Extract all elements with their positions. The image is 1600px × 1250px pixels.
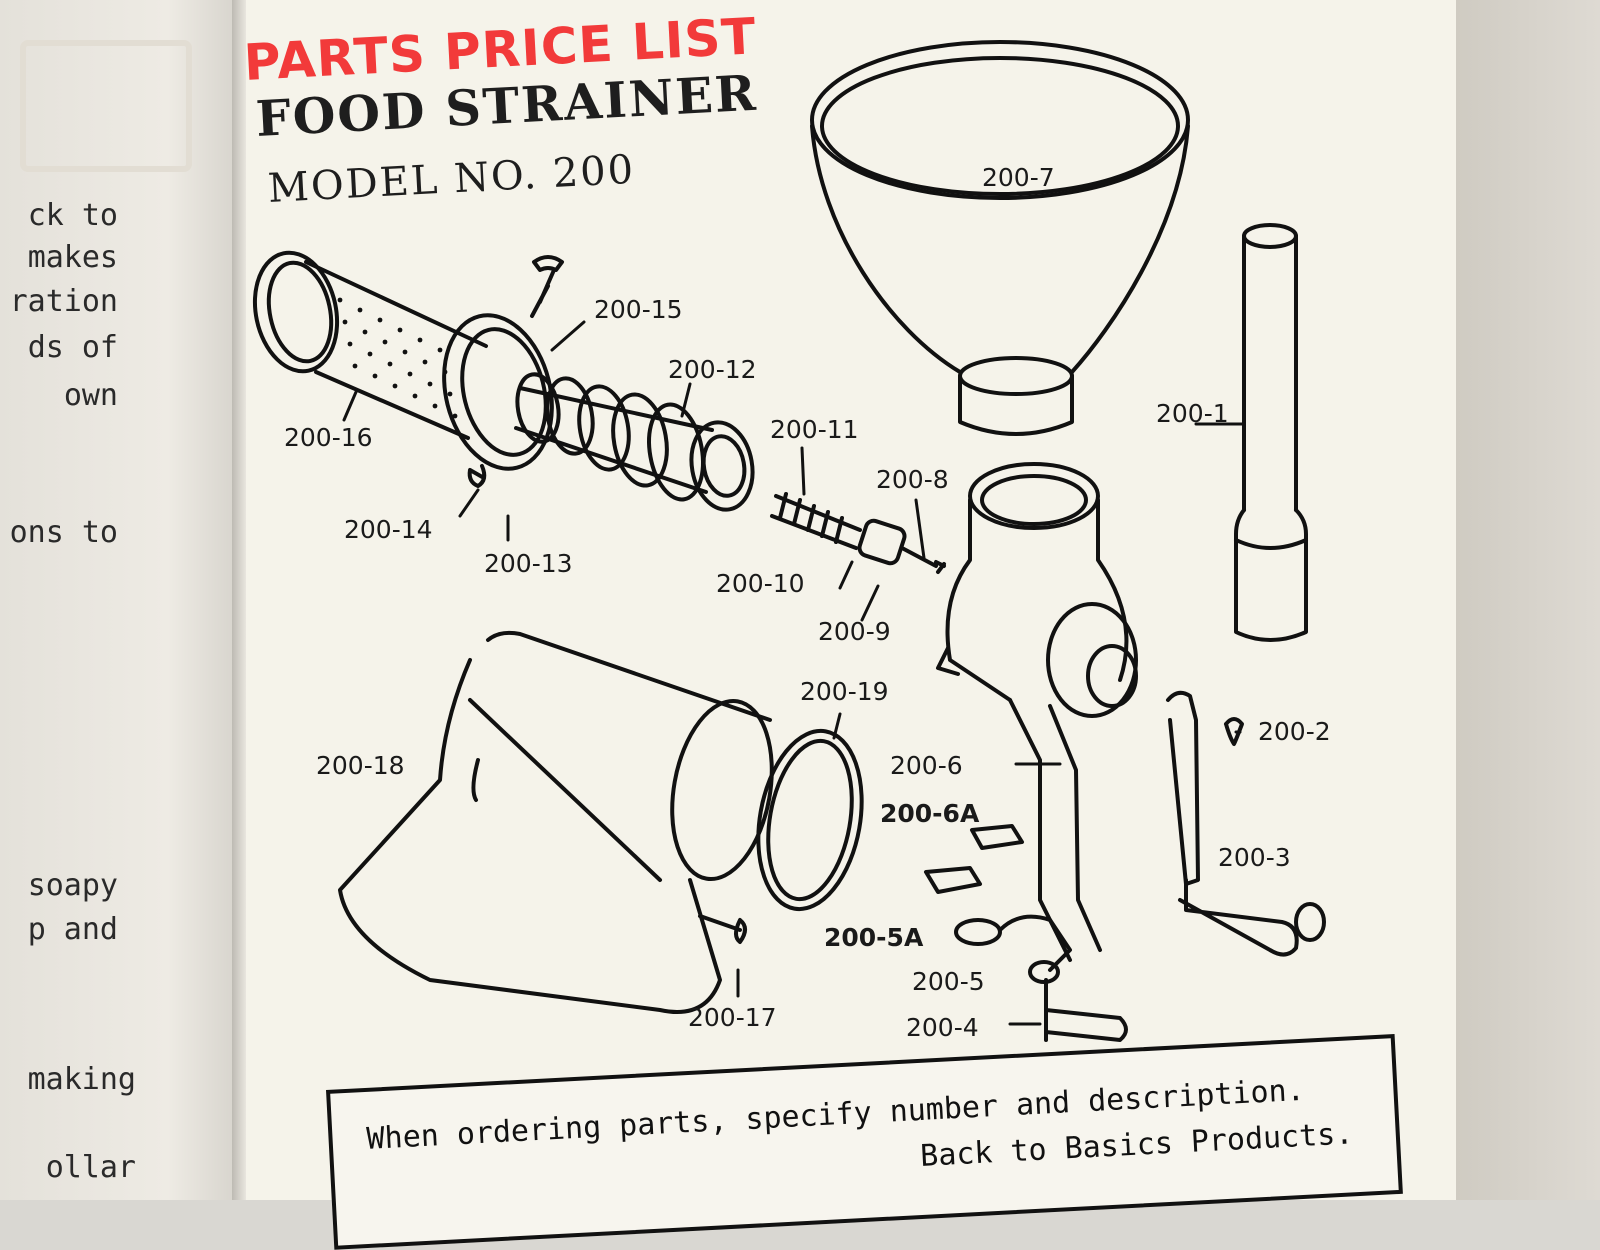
label-200-18: 200-18 [316, 751, 405, 780]
left-page-line-4: ds of [27, 330, 118, 365]
left-page-line-2: makes [27, 240, 118, 275]
label-200-6a: 200-6A [880, 799, 980, 828]
label-200-8: 200-8 [876, 465, 949, 494]
label-200-2: 200-2 [1258, 717, 1331, 746]
chute-200-18 [338, 630, 774, 1014]
exploded-parts-diagram: 200-7 200-1 200-15 200-12 200-11 200-8 2… [252, 40, 1331, 1042]
left-page-line-7: soapy [27, 868, 118, 903]
clamp-ring-200-15 [442, 255, 564, 488]
book-spine [232, 0, 246, 1200]
gasket-200-19 [756, 728, 864, 912]
left-page-line-8: p and [27, 912, 118, 947]
left-page-line-5: own [63, 378, 118, 413]
label-200-5: 200-5 [912, 967, 985, 996]
rubber-feet-200-6a [924, 824, 1024, 894]
strainer-screen-200-16 [252, 250, 488, 440]
label-200-11: 200-11 [770, 415, 859, 444]
left-page: ck to makes ration ds of own ons to soap… [0, 0, 240, 1200]
left-page-line-9: making [27, 1062, 136, 1097]
label-200-16: 200-16 [284, 423, 373, 452]
left-page-watermark-shape [20, 40, 192, 172]
thumb-screw-200-17 [698, 914, 747, 944]
label-200-17: 200-17 [688, 1003, 777, 1032]
label-200-4: 200-4 [906, 1013, 979, 1042]
label-200-14: 200-14 [344, 515, 433, 544]
leader-lines [342, 320, 1246, 1026]
label-200-10: 200-10 [716, 569, 805, 598]
label-200-19: 200-19 [800, 677, 889, 706]
crank-handle-200-3 [1166, 690, 1326, 957]
pusher-200-1 [1234, 223, 1308, 642]
label-200-12: 200-12 [668, 355, 757, 384]
label-200-13: 200-13 [484, 549, 573, 578]
left-page-line-6: ons to [9, 515, 118, 550]
hopper-200-7 [810, 40, 1190, 436]
label-200-1: 200-1 [1156, 399, 1229, 428]
label-200-5a: 200-5A [824, 923, 924, 952]
label-200-6: 200-6 [890, 751, 963, 780]
label-200-15: 200-15 [594, 295, 683, 324]
right-page [246, 0, 1456, 1200]
left-page-line-3: ration [9, 284, 118, 319]
auger-200-12 [514, 372, 755, 512]
left-page-line-1: ck to [27, 198, 118, 233]
label-200-9: 200-9 [818, 617, 891, 646]
drive-shaft-200-10 [770, 492, 946, 574]
label-200-7: 200-7 [982, 163, 1055, 192]
label-200-3: 200-3 [1218, 843, 1291, 872]
ordering-notice-line-2: Back to Basics Products. [919, 1116, 1355, 1174]
base-clamp-200-4 [954, 914, 1128, 1042]
table-background [1456, 0, 1600, 1200]
left-page-line-10: ollar [45, 1150, 136, 1185]
